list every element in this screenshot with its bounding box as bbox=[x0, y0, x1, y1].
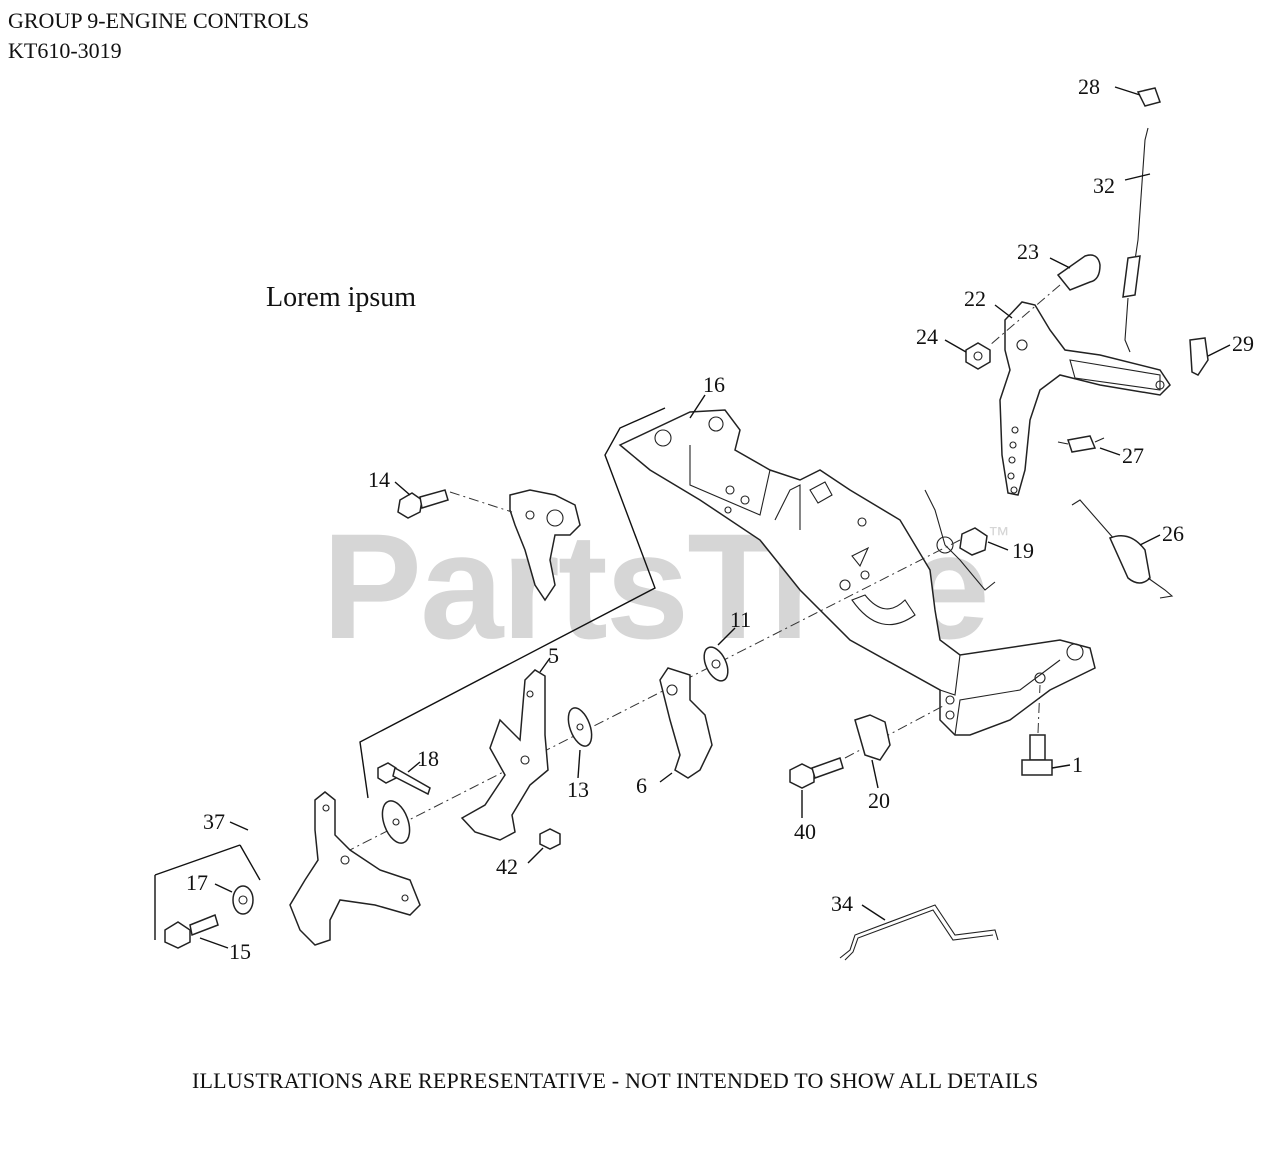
spring-part-26 bbox=[1071, 499, 1174, 599]
plug-part-28 bbox=[1136, 87, 1161, 107]
axis-line-main bbox=[339, 539, 961, 856]
lever-part-6 bbox=[659, 667, 713, 779]
callout-24: 24 bbox=[916, 324, 938, 349]
lever-part-5 bbox=[460, 669, 549, 841]
bolt-part-40 bbox=[789, 757, 844, 789]
disclaimer-footer: ILLUSTRATIONS ARE REPRESENTATIVE - NOT I… bbox=[192, 1068, 1039, 1093]
leader-lines bbox=[199, 86, 1231, 949]
bolt-part-1 bbox=[1021, 734, 1053, 776]
nut-part-24 bbox=[965, 342, 991, 370]
washer-part-37 bbox=[381, 800, 411, 844]
spring-part-32 bbox=[1122, 127, 1149, 353]
washer-part-11 bbox=[703, 646, 729, 682]
callout-11: 11 bbox=[730, 607, 751, 632]
callout-14: 14 bbox=[368, 467, 390, 492]
bolt-part-15 bbox=[164, 913, 219, 949]
bracket-group-outline bbox=[359, 407, 666, 799]
callout-18: 18 bbox=[417, 746, 439, 771]
callout-37: 37 bbox=[203, 809, 225, 834]
callout-27: 27 bbox=[1122, 443, 1144, 468]
axis-line-40 bbox=[844, 704, 946, 759]
callout-22: 22 bbox=[964, 286, 986, 311]
callout-6: 6 bbox=[636, 773, 647, 798]
callout-19: 19 bbox=[1012, 538, 1034, 563]
throttle-plate bbox=[509, 489, 581, 602]
washer-part-13 bbox=[567, 707, 593, 747]
nut-part-19 bbox=[959, 527, 988, 556]
washer-part-17 bbox=[232, 885, 254, 915]
clip-part-20 bbox=[854, 714, 891, 761]
callout-26: 26 bbox=[1162, 521, 1184, 546]
axis-line-23 bbox=[989, 284, 1061, 346]
callout-28: 28 bbox=[1078, 74, 1100, 99]
callout-23: 23 bbox=[1017, 239, 1039, 264]
callout-17: 17 bbox=[186, 870, 208, 895]
bolt-part-14 bbox=[397, 489, 449, 519]
callout-20: 20 bbox=[868, 788, 890, 813]
subtitle: Lorem ipsum bbox=[266, 282, 417, 313]
torsion-spring-part-19 bbox=[924, 489, 996, 591]
callout-5: 5 bbox=[548, 643, 559, 668]
callout-labels: 1 5 6 11 13 14 15 16 17 18 19 20 22 23 2… bbox=[186, 74, 1254, 964]
callout-29: 29 bbox=[1232, 331, 1254, 356]
axis-line-1 bbox=[1037, 684, 1041, 734]
callout-13: 13 bbox=[567, 777, 589, 802]
rod-part-34 bbox=[839, 904, 999, 961]
clip-part-29 bbox=[1189, 337, 1209, 376]
bolt-part-18 bbox=[377, 762, 431, 796]
lever-part-37 bbox=[289, 791, 421, 946]
control-lever-part-22 bbox=[999, 301, 1171, 496]
callout-32: 32 bbox=[1093, 173, 1115, 198]
callout-42: 42 bbox=[496, 854, 518, 879]
callout-1: 1 bbox=[1072, 752, 1083, 777]
model-number: KT610-3019 bbox=[8, 38, 122, 63]
callout-16: 16 bbox=[703, 372, 725, 397]
spring-part-27 bbox=[1057, 435, 1105, 453]
callout-15: 15 bbox=[229, 939, 251, 964]
axis-line-14 bbox=[449, 491, 513, 513]
group-title: GROUP 9-ENGINE CONTROLS bbox=[8, 8, 310, 33]
knob-part-23 bbox=[1056, 254, 1101, 291]
lever-group-outline-37 bbox=[154, 844, 261, 940]
callout-40: 40 bbox=[794, 819, 816, 844]
callout-34: 34 bbox=[831, 891, 853, 916]
nut-part-42 bbox=[539, 828, 561, 850]
main-bracket-part-16 bbox=[618, 409, 1096, 736]
